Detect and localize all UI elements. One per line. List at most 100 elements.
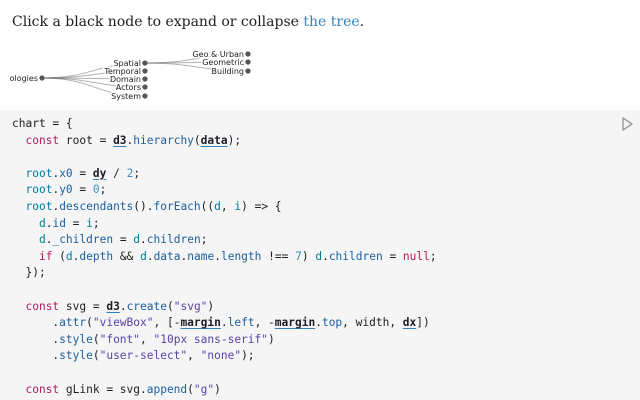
- code-token: x0: [59, 166, 73, 180]
- code-token: .: [52, 166, 60, 180]
- code-token: root: [25, 199, 53, 213]
- code-token: name: [187, 249, 215, 263]
- code-token: "user-select": [99, 349, 188, 363]
- code-token: margin: [180, 316, 221, 330]
- code-token: .: [52, 183, 60, 197]
- code-token: });: [12, 266, 46, 280]
- code-token: "svg": [173, 299, 208, 313]
- code-token: .: [220, 316, 228, 330]
- node-dot[interactable]: [142, 84, 148, 90]
- code-token: .: [45, 216, 53, 230]
- code-token: [12, 200, 25, 213]
- tree-node-actors[interactable]: Actors: [114, 82, 148, 94]
- tree-link[interactable]: the tree: [303, 14, 360, 30]
- tree-node-root[interactable]: ologies: [8, 73, 45, 85]
- code-token: length: [220, 249, 262, 263]
- code-line: root.y0 = 0;: [12, 182, 437, 199]
- tree-node-building[interactable]: Building: [210, 66, 251, 78]
- node-label: System: [111, 92, 141, 101]
- code-token: "g": [193, 382, 215, 396]
- code-token: d: [38, 216, 46, 230]
- code-line: [12, 365, 437, 382]
- code-token: ) => {: [241, 199, 282, 213]
- code-token: .: [315, 316, 322, 330]
- code-token: (: [193, 133, 201, 147]
- tree-visualization: ologies Spatial Temporal Domain Actors S…: [0, 40, 640, 108]
- node-dot[interactable]: [142, 76, 148, 82]
- code-token: , width,: [342, 316, 403, 330]
- node-dot[interactable]: [142, 68, 148, 74]
- link-root-spatial: [41, 62, 146, 79]
- code-editor[interactable]: chart = { const root = d3.hierarchy(data…: [12, 116, 437, 398]
- code-token: if: [38, 249, 53, 263]
- code-line: const gLink = svg.append("g"): [12, 382, 437, 399]
- node-label: Spatial: [113, 59, 141, 68]
- code-token: style: [59, 332, 93, 346]
- code-token: children: [328, 249, 383, 263]
- tree-node-spatial[interactable]: Spatial: [112, 58, 148, 70]
- node-dot[interactable]: [245, 51, 251, 57]
- code-token: !==: [261, 249, 296, 263]
- code-token: d: [133, 233, 141, 247]
- code-token: top: [321, 316, 343, 330]
- code-token: [12, 217, 39, 230]
- link-root-temporal: [41, 70, 146, 79]
- run-cell-icon: [622, 117, 633, 131]
- tree-node-geometric[interactable]: Geometric: [201, 57, 251, 69]
- code-token: (: [92, 332, 100, 346]
- code-token: , -: [254, 316, 275, 330]
- code-token: ): [301, 249, 316, 263]
- code-cell[interactable]: chart = { const root = d3.hierarchy(data…: [0, 110, 640, 400]
- code-token: .: [214, 249, 221, 263]
- run-cell-button[interactable]: [620, 116, 634, 132]
- code-token: margin: [274, 316, 316, 330]
- code-token: /: [106, 166, 127, 180]
- code-token: =: [72, 183, 93, 197]
- code-token: create: [126, 299, 167, 313]
- code-token: );: [241, 349, 255, 363]
- tree-node-temporal[interactable]: Temporal: [102, 66, 148, 78]
- code-token: root: [25, 166, 53, 180]
- code-token: style: [59, 349, 93, 363]
- code-token: ;: [99, 183, 107, 197]
- code-token: const: [25, 382, 60, 396]
- code-token: =: [113, 233, 134, 247]
- node-dot[interactable]: [245, 59, 251, 65]
- node-dot[interactable]: [245, 68, 251, 74]
- code-line: const root = d3.hierarchy(data);: [12, 133, 437, 150]
- code-line: });: [12, 265, 437, 282]
- link-spatial-geometric: [144, 61, 249, 64]
- code-token: append: [146, 382, 188, 396]
- code-token: hierarchy: [133, 133, 194, 147]
- code-line: [12, 149, 437, 166]
- code-token: d: [214, 199, 221, 213]
- code-token: (: [187, 382, 194, 396]
- node-dot[interactable]: [39, 75, 45, 81]
- code-token: data: [200, 133, 228, 147]
- tree-node-domain[interactable]: Domain: [108, 74, 148, 86]
- code-token: =: [72, 166, 93, 180]
- code-token: d: [65, 249, 73, 263]
- code-token: [12, 250, 39, 263]
- code-line: d._children = d.children;: [12, 232, 437, 249]
- node-dot[interactable]: [142, 60, 148, 66]
- code-token: y0: [59, 183, 73, 197]
- code-token: ,: [187, 349, 201, 363]
- code-token: ;: [429, 249, 437, 263]
- code-token: "10px sans-serif": [153, 332, 269, 346]
- code-token: 2: [126, 166, 134, 180]
- code-token: .: [140, 233, 147, 247]
- code-token: .: [45, 233, 53, 247]
- tree-node-geo-urban[interactable]: Geo & Urban: [191, 49, 251, 61]
- code-line: if (d.depth && d.data.name.length !== 7)…: [12, 249, 437, 266]
- tree-node-system[interactable]: System: [110, 91, 148, 103]
- code-token: [12, 383, 25, 396]
- code-token: _children: [52, 233, 114, 247]
- code-token: &&: [113, 249, 141, 263]
- code-token: .: [146, 249, 154, 263]
- code-token: .: [52, 199, 60, 213]
- node-dot[interactable]: [142, 93, 148, 99]
- code-token: gLink = svg.: [59, 382, 147, 396]
- code-token: ;: [200, 233, 208, 247]
- code-token: [12, 183, 25, 196]
